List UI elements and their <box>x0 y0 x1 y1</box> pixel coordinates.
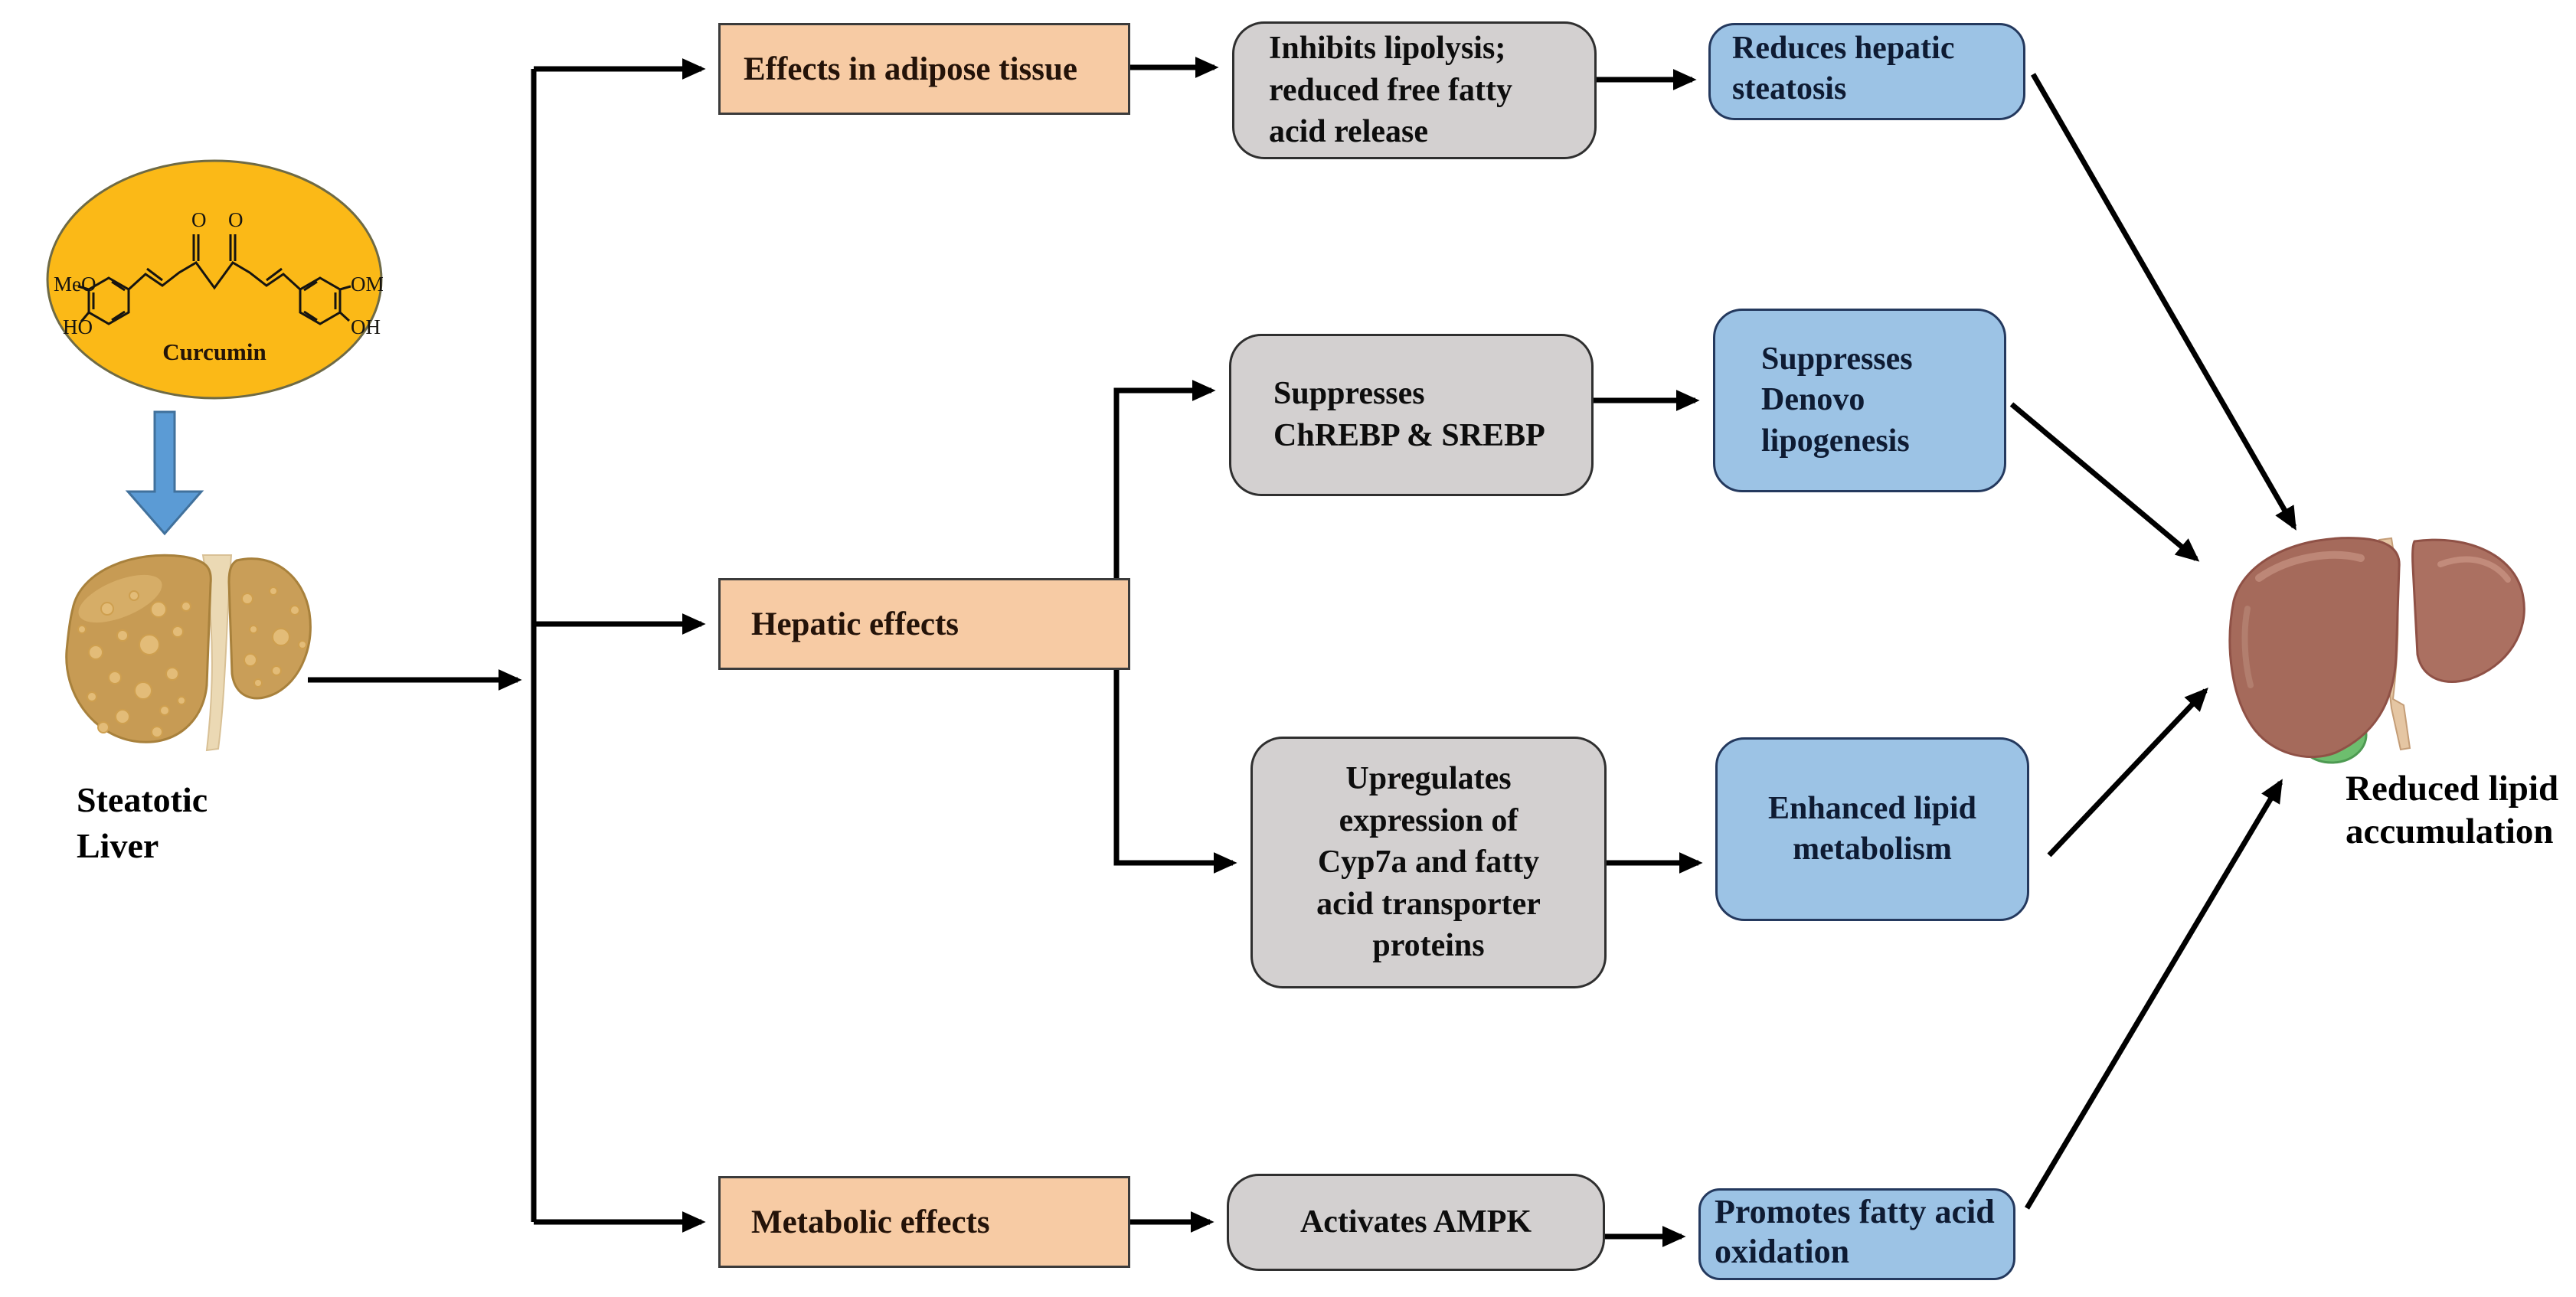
node-label-line: acid release <box>1269 114 1428 150</box>
node-label-line: acid transporter <box>1316 886 1541 922</box>
node-promotes-fatty-acid-oxidation: Promotes fatty acid oxidation <box>1698 1188 2015 1280</box>
node-label-line: Inhibits lipolysis; <box>1269 31 1506 67</box>
node-label: Hepatic effects <box>751 606 959 642</box>
node-reduces-hepatic-steatosis: Reduces hepatic steatosis <box>1708 23 2025 120</box>
curcumin-molecule-bubble: MeO HO OMe OH O O Curcumin <box>46 159 383 400</box>
node-label: Metabolic effects <box>751 1204 990 1240</box>
arrow-denovo-to-liver <box>2009 402 2200 562</box>
arrow-hepatic-to-upregulates <box>1113 651 1237 874</box>
curcumin-ho-label: HO <box>63 315 93 338</box>
curcumin-oh-label: OH <box>351 315 381 338</box>
node-label-line: Denovo <box>1761 382 1865 418</box>
steatotic-liver-icon <box>65 554 312 752</box>
node-label: Effects in adipose tissue <box>744 51 1077 87</box>
steatotic-label-line: Steatotic <box>77 780 208 819</box>
node-label-line: Cyp7a and fatty <box>1317 845 1540 880</box>
curcumin-carbonyl-o-right: O <box>228 208 244 231</box>
arrow-promotes-to-liver <box>2024 779 2283 1210</box>
node-label-line: Suppresses <box>1273 376 1425 412</box>
node-label-line: metabolism <box>1793 831 1952 867</box>
curcumin-structure-icon <box>77 234 351 325</box>
arrow-reduces-to-liver <box>2030 73 2297 531</box>
healthy-liver-icon <box>2228 537 2525 764</box>
node-label-line: expression of <box>1339 802 1518 838</box>
curcumin-bubble-shape <box>46 159 383 400</box>
node-label: Activates AMPK <box>1299 1204 1532 1240</box>
reduced-label-line: accumulation <box>2346 812 2554 852</box>
node-effects-in-adipose-tissue: Effects in adipose tissue <box>718 23 1130 115</box>
node-enhanced-lipid-metabolism: Enhanced lipid metabolism <box>1715 737 2029 921</box>
node-label-line: ChREBP & SREBP <box>1273 418 1545 453</box>
node-upregulates-cyp7a: Upregulates expression of Cyp7a and fatt… <box>1250 737 1607 988</box>
node-hepatic-effects: Hepatic effects <box>718 578 1130 670</box>
arrow-enhanced-to-liver <box>2047 687 2208 858</box>
node-inhibits-lipolysis: Inhibits lipolysis; reduced free fatty a… <box>1232 21 1597 159</box>
node-suppresses-denovo-lipogenesis: Suppresses Denovo lipogenesis <box>1713 309 2006 492</box>
node-label-line: lipogenesis <box>1761 423 1910 459</box>
curcumin-meo-label: MeO <box>54 273 96 296</box>
node-activates-ampk: Activates AMPK <box>1227 1174 1605 1271</box>
curcumin-carbonyl-o-left: O <box>191 208 207 231</box>
node-label-line: Enhanced lipid <box>1768 790 1976 826</box>
node-label-line: Upregulates <box>1345 761 1512 797</box>
node-label-line: Reduces hepatic <box>1732 31 1955 66</box>
node-label-line: reduced free fatty <box>1269 72 1512 108</box>
steatotic-label-line: Liver <box>77 825 159 865</box>
node-metabolic-effects: Metabolic effects <box>718 1176 1130 1268</box>
arrow-hepatic-to-chrebp <box>1113 380 1216 605</box>
reduced-lipid-accumulation-label: Reduced lipid accumulation <box>2346 767 2558 854</box>
reduced-label-line: Reduced lipid <box>2346 769 2559 809</box>
curcumin-name-label: Curcumin <box>162 338 266 365</box>
node-label-line: proteins <box>1372 928 1485 964</box>
node-label-line: Suppresses <box>1761 341 1913 377</box>
curcumin-ome-label: OMe <box>351 273 383 296</box>
node-suppresses-chrebp-srebp: Suppresses ChREBP & SREBP <box>1229 334 1594 496</box>
down-arrow-icon <box>125 410 204 536</box>
node-label-line: Promotes fatty acid <box>1715 1193 1995 1230</box>
steatotic-liver-label: Steatotic Liver <box>77 777 208 869</box>
node-label-line: steatosis <box>1732 71 1847 107</box>
node-label-line: oxidation <box>1715 1232 1850 1270</box>
